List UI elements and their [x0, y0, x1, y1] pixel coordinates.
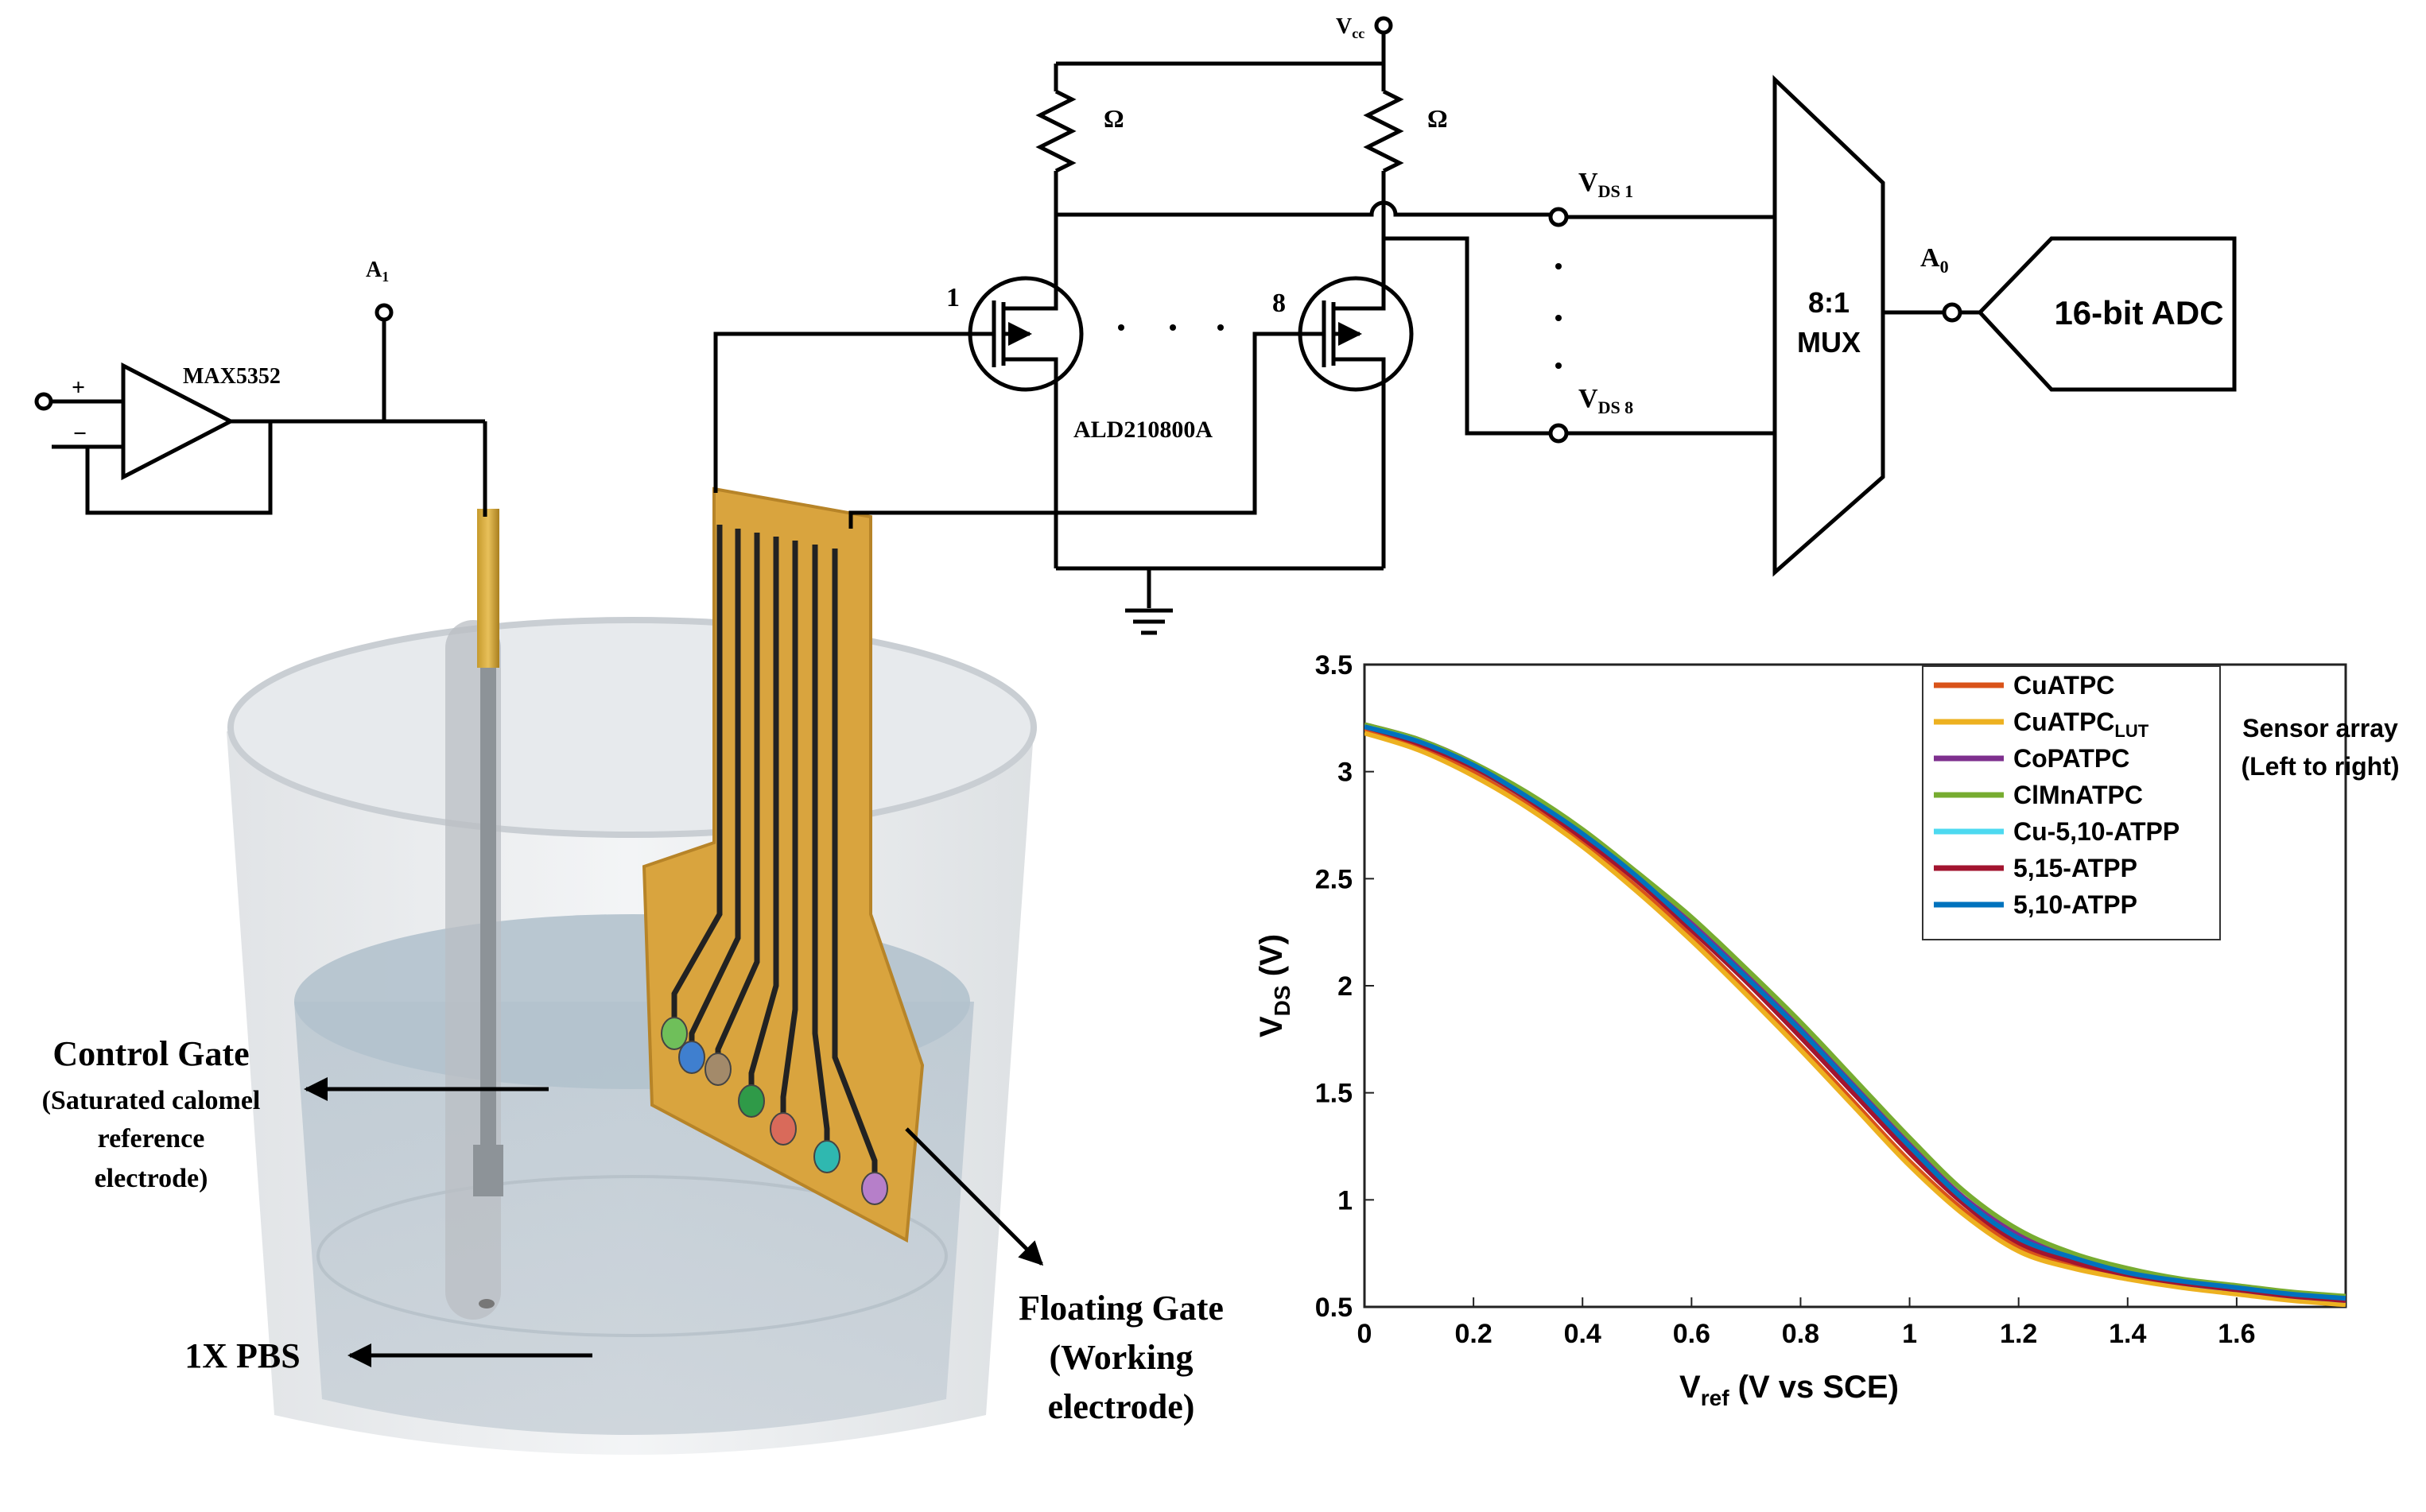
legend-entry: CuATPC [2013, 671, 2114, 700]
x-axis-label: Vref (V vs SCE) [1679, 1370, 1899, 1410]
electrode-pad-7 [861, 1172, 888, 1205]
y-axis-label: VDS (V) [1254, 934, 1295, 1037]
beaker-bottom [316, 1175, 948, 1337]
opamp-symbol [121, 362, 235, 481]
resistor-right-label: Ω [1427, 104, 1448, 133]
electrode-pad-5 [770, 1112, 797, 1146]
floating-gate-line1: Floating Gate [1019, 1289, 1224, 1328]
adc-label: 16-bit ADC [2054, 294, 2223, 331]
y-tick-label: 1.5 [1315, 1079, 1353, 1109]
opamp-minus: − [73, 421, 87, 447]
control-gate-title: Control Gate [52, 1034, 249, 1073]
y-tick-label: 3 [1337, 758, 1353, 788]
y-tick-label: 0.5 [1315, 1293, 1353, 1323]
resistor-right [1363, 89, 1404, 173]
legend-entry: CuATPCLUT [2013, 708, 2149, 741]
transistor-8-label: 8 [1272, 289, 1286, 318]
x-tick-label: 0.2 [1454, 1319, 1492, 1349]
floating-gate-line2: (Working [1050, 1338, 1194, 1377]
pbs-label: 1X PBS [184, 1336, 300, 1375]
adc-symbol [1977, 236, 2237, 392]
x-tick-label: 1.6 [2218, 1319, 2255, 1349]
vcc-label: Vcc [1336, 14, 1364, 41]
mux-symbol [1772, 75, 1885, 577]
dac-label: MAX5352 [183, 364, 281, 389]
series-line-2 [1364, 731, 2346, 1307]
mux-label-line2: MUX [1797, 326, 1861, 359]
control-gate-line1: (Saturated calomel [42, 1086, 261, 1115]
y-tick-label: 3.5 [1315, 650, 1353, 680]
legend-entry: 5,15-ATPP [2013, 854, 2137, 882]
electrode-pad-4 [738, 1084, 765, 1118]
legend-box [1922, 665, 2221, 940]
x-tick-label: 0.8 [1782, 1319, 1819, 1349]
y-tick-label: 1 [1337, 1185, 1353, 1215]
x-tick-label: 1 [1902, 1319, 1917, 1349]
legend-entry: Cu-5,10-ATPP [2013, 817, 2180, 846]
y-tick-label: 2 [1337, 971, 1353, 1002]
floating-gate-arrow [905, 1127, 1044, 1266]
vds8-label: VDS 8 [1578, 384, 1633, 417]
circuit [34, 16, 2237, 635]
transistor-1-label: 1 [946, 283, 960, 312]
resistor-left [1035, 89, 1077, 173]
series-line-7 [1364, 724, 2346, 1301]
electrode-pad-3 [705, 1053, 732, 1086]
x-tick-label: 0.6 [1673, 1319, 1710, 1349]
beaker-rim [227, 617, 1037, 838]
legend-entry: 5,10-ATPP [2013, 890, 2137, 919]
reference-electrode [445, 509, 503, 1320]
opamp-plus: + [72, 374, 85, 401]
legend-entry: CoPATPC [2013, 744, 2129, 773]
a0-label: A0 [1920, 243, 1949, 277]
x-tick-label: 1.4 [2109, 1319, 2146, 1349]
control-gate-line3: electrode) [95, 1164, 208, 1193]
electrode-pad-1 [661, 1017, 688, 1050]
legend-note-line2: (Left to right) [2241, 752, 2399, 781]
y-tick-label: 2.5 [1315, 864, 1353, 894]
chip-label: ALD210800A [1073, 417, 1213, 443]
electrode-pad-6 [813, 1140, 840, 1173]
floating-gate-board [642, 487, 925, 1243]
vds1-label: VDS 1 [1578, 168, 1633, 201]
control-gate-line2: reference [98, 1124, 205, 1153]
a1-label: A1 [366, 258, 389, 285]
x-tick-label: 0 [1357, 1319, 1372, 1349]
floating-gate-line3: electrode) [1048, 1387, 1195, 1426]
legend-note-line1: Sensor array [2242, 714, 2398, 742]
x-tick-label: 1.2 [2000, 1319, 2037, 1349]
x-tick-label: 0.4 [1564, 1319, 1601, 1349]
legend-entry: ClMnATPC [2013, 781, 2143, 809]
resistor-left-label: Ω [1104, 104, 1124, 133]
ellipsis-dots [1118, 263, 1562, 369]
electrode-pad-2 [678, 1041, 705, 1074]
mux-label-line1: 8:1 [1808, 286, 1850, 319]
